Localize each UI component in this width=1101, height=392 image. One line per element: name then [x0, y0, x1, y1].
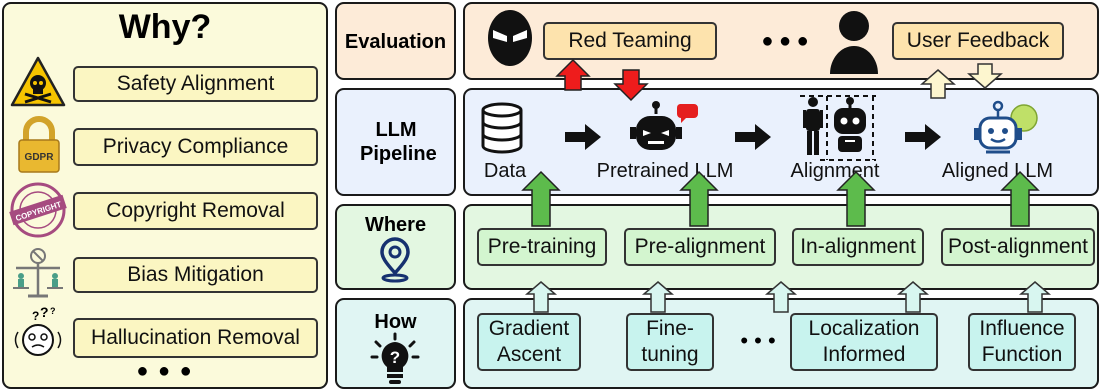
green-arrow-3	[836, 170, 876, 227]
how-item-line2: Function	[981, 343, 1063, 366]
where-in-alignment: In-alignment	[792, 228, 924, 266]
location-pin-icon	[377, 237, 413, 283]
evaluation-dots: ● ● ●	[761, 30, 809, 52]
green-arrow-2	[679, 170, 719, 227]
how-item-line1: Fine-	[646, 316, 694, 340]
svg-text:?: ?	[40, 304, 49, 320]
teal-arrow-1	[524, 281, 558, 313]
green-arrow-4	[1000, 170, 1040, 227]
svg-text:?: ?	[50, 306, 56, 316]
pipeline-arrow-1	[565, 124, 601, 150]
where-item-label: Pre-alignment	[634, 235, 766, 258]
svg-text:?: ?	[390, 348, 400, 367]
svg-text:?: ?	[32, 309, 39, 323]
copyright-stamp-icon: COPYRIGHT	[8, 182, 68, 238]
why-item-hallucination: Hallucination Removal	[73, 318, 318, 358]
how-label: How	[374, 311, 417, 333]
how-dots: • • •	[740, 328, 776, 353]
why-item-safety: Safety Alignment	[73, 66, 318, 102]
user-feedback-box: User Feedback	[892, 22, 1064, 60]
where-label: Where	[364, 214, 427, 236]
why-item-bias: Bias Mitigation	[73, 257, 318, 293]
pipeline-label-panel	[335, 88, 456, 196]
teal-arrow-4	[896, 281, 930, 313]
teal-arrow-2	[641, 281, 675, 313]
cream-arrow-up	[920, 69, 956, 99]
balance-scale-icon	[10, 246, 66, 300]
gdpr-padlock-icon: GDPR	[16, 116, 62, 174]
how-item-line2: Informed	[822, 343, 906, 366]
where-pre-alignment: Pre-alignment	[624, 228, 776, 266]
how-item-line2: Ascent	[496, 343, 562, 366]
confused-face-icon: ? ? ?	[10, 304, 66, 360]
how-fine-tuning: Fine-tuning	[626, 313, 714, 371]
evaluation-label: Evaluation	[344, 31, 447, 53]
lightbulb-question-icon: ?	[370, 332, 420, 386]
how-item-line2: tuning	[641, 343, 699, 366]
masked-hacker-icon	[485, 8, 535, 70]
how-item-line1: Gradient	[488, 316, 570, 340]
how-item-line1: Localization	[808, 316, 920, 340]
red-teaming-box: Red Teaming	[543, 22, 717, 60]
teal-arrow-5	[1018, 281, 1052, 313]
why-item-copyright: Copyright Removal	[73, 192, 318, 230]
where-item-label: Pre-training	[487, 235, 597, 258]
why-title: Why?	[118, 8, 212, 46]
green-arrow-1	[521, 170, 561, 227]
why-item-privacy: Privacy Compliance	[73, 128, 318, 166]
red-arrow-up	[555, 58, 591, 91]
user-person-icon	[828, 8, 880, 74]
alignment-human-robot-icon	[800, 94, 876, 162]
svg-text:GDPR: GDPR	[25, 152, 55, 163]
pipeline-arrow-2	[735, 124, 771, 150]
database-icon	[480, 102, 524, 154]
teal-arrow-3	[764, 281, 798, 313]
where-item-label: In-alignment	[800, 235, 916, 258]
pipeline-arrow-3	[905, 124, 941, 150]
why-item-label: Bias Mitigation	[127, 263, 264, 286]
hazard-skull-icon	[10, 56, 66, 108]
how-item-line1: Influence	[979, 316, 1065, 340]
red-teaming-label: Red Teaming	[568, 29, 692, 52]
pipeline-label: LLM Pipeline	[360, 119, 437, 165]
cream-arrow-down	[967, 63, 1003, 89]
red-arrow-down	[613, 69, 649, 102]
why-item-label: Privacy Compliance	[102, 135, 289, 158]
user-feedback-label: User Feedback	[906, 29, 1050, 52]
aligned-robot-icon	[968, 100, 1048, 158]
where-item-label: Post-alignment	[947, 235, 1089, 258]
evaluation-label-panel	[335, 2, 456, 80]
why-item-label: Copyright Removal	[106, 199, 285, 222]
pretrained-robot-icon	[628, 100, 700, 156]
where-post-alignment: Post-alignment	[941, 228, 1095, 266]
pipeline-stage-data: Data	[483, 160, 527, 182]
where-pre-training: Pre-training	[477, 228, 607, 266]
why-item-label: Hallucination Removal	[91, 326, 300, 349]
why-item-label: Safety Alignment	[116, 72, 275, 95]
why-more-dots: ● ● ●	[136, 360, 194, 382]
